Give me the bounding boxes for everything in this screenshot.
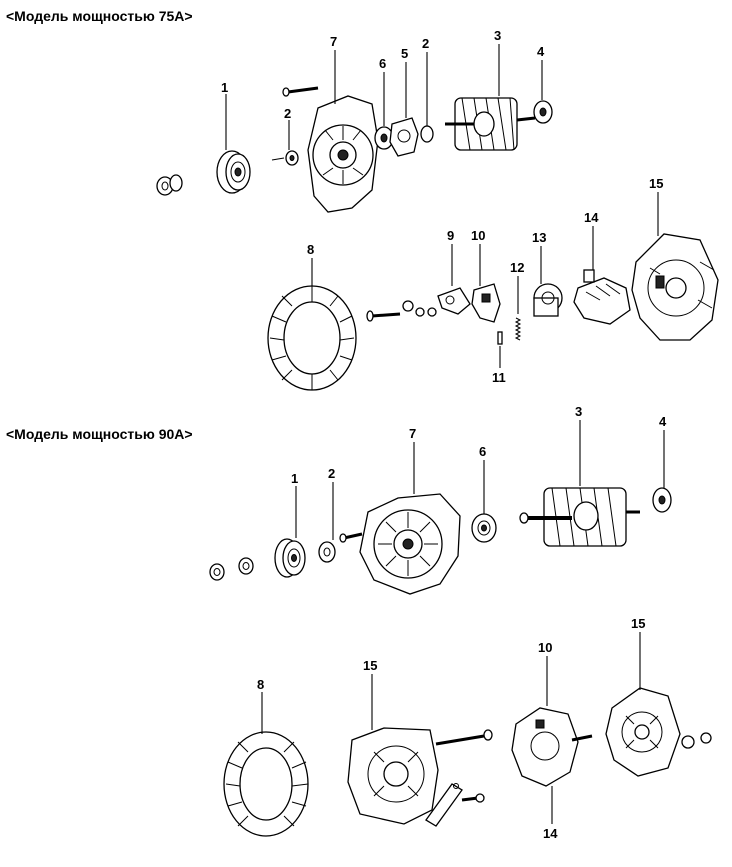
pulley-90a bbox=[274, 538, 306, 578]
regulator-90a bbox=[511, 707, 593, 787]
label-13-75a: 13 bbox=[532, 230, 546, 245]
nut-washer-90a bbox=[209, 557, 254, 581]
label-2-75a: 2 bbox=[284, 106, 291, 121]
rear-housing-75a bbox=[631, 233, 719, 341]
group-75a: 1 2 7 6 bbox=[156, 28, 719, 391]
pulley-75a bbox=[216, 150, 251, 194]
spring-75a bbox=[514, 317, 522, 341]
retainer-plate-75a bbox=[389, 117, 419, 157]
label-2-90a: 2 bbox=[328, 466, 335, 481]
label-6-75a: 6 bbox=[379, 56, 386, 71]
label-3-75a: 3 bbox=[494, 28, 501, 43]
label-1-90a: 1 bbox=[291, 471, 298, 486]
section-title-90a: <Модель мощностью 90A> bbox=[6, 426, 193, 442]
nut-washer-75a bbox=[156, 174, 183, 196]
label-12-75a: 12 bbox=[510, 260, 524, 275]
label-11-75a: 11 bbox=[492, 370, 506, 385]
group-90a: 1 2 7 6 bbox=[209, 404, 712, 841]
rotor-90a bbox=[519, 487, 640, 547]
rectifier-75a bbox=[573, 269, 631, 325]
label-14-90a: 14 bbox=[543, 826, 558, 841]
label-4-75a: 4 bbox=[537, 44, 545, 59]
front-housing-90a bbox=[359, 493, 461, 595]
screws-75a bbox=[366, 300, 437, 322]
nut-right-90a bbox=[681, 732, 712, 749]
stator-90a bbox=[223, 731, 309, 837]
bracket-75a bbox=[437, 287, 471, 315]
brush-holder-75a bbox=[533, 283, 563, 317]
label-15-75a: 15 bbox=[649, 176, 663, 191]
label-3-90a: 3 bbox=[575, 404, 582, 419]
rear-housing-mid-90a bbox=[347, 727, 439, 825]
label-15b-90a: 15 bbox=[631, 616, 645, 631]
rear-cover-90a bbox=[605, 687, 681, 777]
screw-washer-75a bbox=[271, 150, 299, 166]
front-housing-75a bbox=[307, 95, 379, 213]
link-bracket-90a bbox=[425, 783, 485, 827]
label-4-90a: 4 bbox=[659, 414, 667, 429]
label-10-90a: 10 bbox=[538, 640, 552, 655]
label-2b-75a: 2 bbox=[422, 36, 429, 51]
label-7-90a: 7 bbox=[409, 426, 416, 441]
label-1-75a: 1 bbox=[221, 80, 228, 95]
label-7-75a: 7 bbox=[330, 34, 337, 49]
label-14-75a: 14 bbox=[584, 210, 599, 225]
label-8-90a: 8 bbox=[257, 677, 264, 692]
label-15-90a: 15 bbox=[363, 658, 377, 673]
rear-bearing-75a bbox=[533, 100, 553, 124]
bearing-90a bbox=[471, 513, 497, 543]
rear-bearing-90a bbox=[652, 487, 672, 513]
stator-75a bbox=[267, 285, 357, 391]
label-5-75a: 5 bbox=[401, 46, 408, 61]
spacer-90a bbox=[318, 541, 336, 563]
section-title-75a: <Модель мощностью 75A> bbox=[6, 8, 193, 24]
terminal-75a bbox=[471, 283, 501, 323]
bearing-75a bbox=[374, 126, 394, 150]
label-10-75a: 10 bbox=[471, 228, 485, 243]
label-8-75a: 8 bbox=[307, 242, 314, 257]
label-9-75a: 9 bbox=[447, 228, 454, 243]
label-6-90a: 6 bbox=[479, 444, 486, 459]
rotor-75a bbox=[445, 97, 536, 151]
